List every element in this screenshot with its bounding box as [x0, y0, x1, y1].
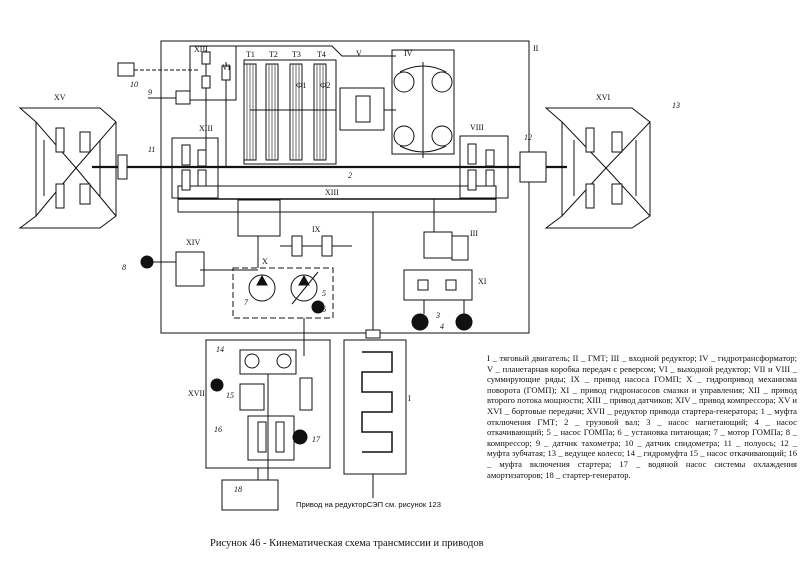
label-vi: VI: [222, 63, 231, 72]
label-t1: T1: [246, 50, 255, 59]
label-xvii: XVII: [188, 389, 205, 398]
label-xiii-top: XIII: [194, 45, 208, 54]
label-f1: Ф1: [296, 81, 306, 90]
part-9: 9: [148, 88, 152, 97]
label-xv: XV: [54, 93, 66, 102]
label-f2: Ф2: [320, 81, 330, 90]
clutch-packs: [246, 64, 324, 160]
final-drive-xvi: [544, 107, 651, 229]
label-t3: T3: [292, 50, 301, 59]
part-16: 16: [214, 425, 222, 434]
part-13: 13: [672, 101, 680, 110]
part-3: 3: [435, 311, 440, 320]
lube-pumps-xi: [403, 269, 473, 331]
part-18: 18: [234, 485, 242, 494]
final-drive-xv: [18, 107, 117, 229]
output-reducer-vi: [189, 45, 237, 168]
label-xi: XI: [478, 277, 487, 286]
part-12: 12: [524, 133, 532, 142]
pump-drive-ix: [237, 199, 352, 268]
planetary-gearbox-v: [236, 45, 396, 165]
traction-engine-i: [343, 212, 407, 498]
legend-text: I _ тяговый двигатель; II _ ГМТ; III _ в…: [487, 353, 797, 480]
drive-note: Привод на редукторСЭП см. рисунок 123: [296, 500, 441, 509]
legend: I _ тяговый двигатель; II _ ГМТ; III _ в…: [487, 353, 797, 480]
part-5: 5: [322, 289, 326, 298]
torque-converter-iv: [391, 49, 455, 158]
part-8: 8: [122, 263, 126, 272]
housing-gmt: [160, 40, 530, 334]
starter-coupling: [257, 467, 269, 481]
label-iii: III: [470, 229, 478, 238]
compressor-8: [140, 255, 154, 269]
compressor-drive-xiv: [152, 251, 258, 287]
starter-reducer-xvii: [205, 339, 331, 469]
label-ix: IX: [312, 225, 321, 234]
part-7: 7: [244, 298, 249, 307]
label-xiv: XIV: [186, 238, 200, 247]
label-i: I: [408, 394, 411, 403]
coupling-left: [117, 154, 128, 180]
label-xiii-frame: XIII: [325, 188, 339, 197]
label-iv: IV: [404, 49, 413, 58]
gomp-x: [232, 267, 334, 340]
part-6: 6: [322, 305, 326, 314]
label-x: X: [262, 257, 268, 266]
starter-generator-18: [221, 479, 279, 511]
label-xvi: XVI: [596, 93, 611, 102]
part-1: 1: [178, 53, 182, 62]
speedometer-sensor: [117, 62, 135, 77]
second-power-flow-xii: [423, 199, 469, 261]
part-4: 4: [440, 322, 444, 331]
part-15: 15: [226, 391, 234, 400]
part-17: 17: [312, 435, 321, 444]
label-xiii-mid: XIII: [199, 124, 213, 133]
summing-row-right: [459, 135, 509, 199]
part-10: 10: [130, 80, 138, 89]
tachometer-sensor: [175, 90, 191, 105]
label-v: V: [356, 49, 362, 58]
label-t4: T4: [317, 50, 326, 59]
part-2: 2: [348, 171, 352, 180]
gear-coupling-12: [519, 151, 547, 183]
label-ii: II: [533, 44, 539, 53]
label-viii: VIII: [470, 123, 484, 132]
figure-caption: Рисунок 46 - Кинематическая схема трансм…: [210, 538, 484, 549]
part-11: 11: [148, 145, 155, 154]
part-14: 14: [216, 345, 224, 354]
summing-row-left: [171, 137, 219, 199]
label-t2: T2: [269, 50, 278, 59]
